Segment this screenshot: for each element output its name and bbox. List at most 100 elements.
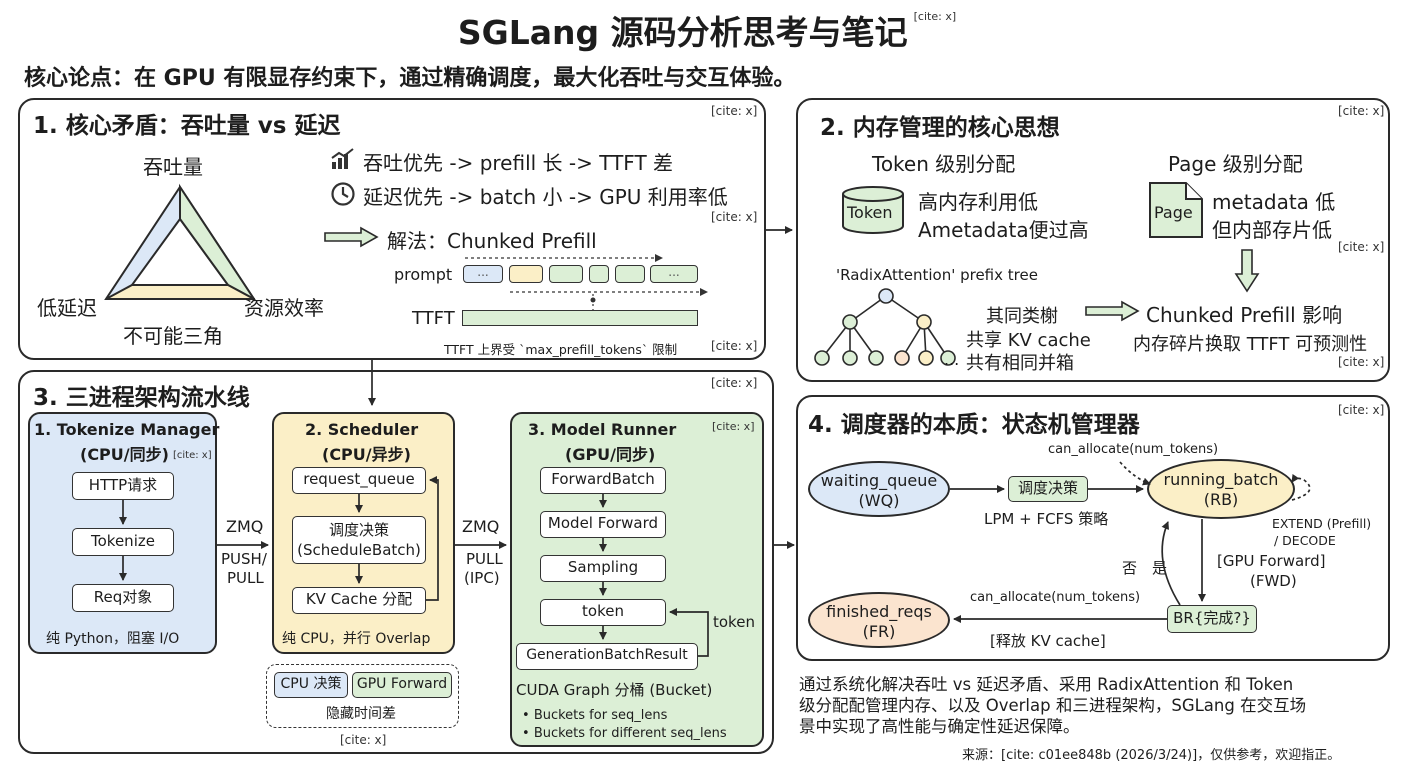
zmq-label-1: ZMQ [226, 517, 264, 536]
request-queue-step: request_queue [292, 467, 426, 494]
panel-memory [796, 98, 1390, 382]
prompt-chunk [615, 265, 645, 283]
kv-cache-alloc-step: KV Cache 分配 [292, 587, 426, 614]
prompt-chunk [509, 265, 543, 283]
panel4-cite: [cite: x] [1338, 403, 1385, 417]
page-doc-icon [1149, 182, 1203, 238]
finished-reqs-state: finished_reqs (FR) [808, 592, 950, 648]
schedule-decision-step: 调度决策 (ScheduleBatch) [292, 516, 426, 564]
batch-done-decision: BR{完成?} [1167, 605, 1257, 633]
waiting-queue-abbr: (WQ) [858, 491, 900, 510]
page-line1: metadata 低 [1212, 190, 1336, 214]
push-pull-label-1: PUSH/ [221, 550, 267, 568]
page-icon-label: Page [1154, 203, 1193, 222]
chunk-ellipsis: ... [477, 265, 489, 279]
prompt-label: prompt [394, 265, 453, 284]
token-line1: 高内存利用低 [918, 190, 1038, 214]
impossible-triangle [104, 183, 256, 300]
running-batch-abbr: (RB) [1203, 490, 1239, 509]
chunked-impact-sub: 内存碎片换取 TTFT 可预测性 [1133, 334, 1368, 355]
extend-label-2: / DECODE [1274, 533, 1336, 548]
panel2-cite: [cite: x] [1338, 104, 1385, 118]
prompt-chunk: ... [650, 265, 698, 283]
page-level-heading: Page 级别分配 [1168, 152, 1303, 176]
runner-sub: (GPU/同步) [565, 445, 656, 464]
bucket-bullet: • Buckets for seq_lens [522, 708, 668, 723]
source-note: 来源：[cite: c01ee848b (2026/3/24)]，仅供参考，欢迎… [962, 748, 1341, 763]
scheduler-footer: 纯 CPU，并行 Overlap [282, 631, 431, 647]
runner-cite: [cite: x] [712, 420, 755, 433]
cuda-graph-note: CUDA Graph 分桶 (Bucket) [516, 681, 713, 699]
token-line2: Ametadata便过高 [918, 218, 1089, 242]
bucket-bullet: • Buckets for different seq_lens [522, 726, 727, 741]
radix-label: 'RadixAttention' prefix tree [836, 266, 1038, 284]
sampling-step: Sampling [540, 555, 666, 582]
panel2-cite-2: [cite: x] [1338, 240, 1385, 254]
yes-label: 是 [1152, 559, 1168, 577]
panel2-title: 2. 内存管理的核心思想 [820, 115, 1060, 141]
scheduler-sub: (CPU/异步) [322, 445, 411, 464]
tokenizer-title: 1. Tokenize Manager [34, 420, 220, 439]
bucket-bullet-text: Buckets for seq_lens [533, 708, 668, 723]
waiting-queue-name: waiting_queue [820, 471, 938, 490]
running-batch-state: running_batch (RB) [1147, 459, 1295, 519]
triangle-right-label: 资源效率 [244, 296, 324, 320]
panel2-cite-3: [cite: x] [1338, 355, 1385, 369]
panel1-cite-2: [cite: x] [711, 210, 758, 224]
finished-reqs-name: finished_reqs [826, 602, 932, 621]
title-cite: [cite: x] [913, 10, 957, 23]
schedule-batch-label: (ScheduleBatch) [297, 541, 421, 559]
token-loop-label: token [713, 613, 755, 631]
latency-first-text: 延迟优先 -> batch 小 -> GPU 利用率低 [363, 185, 728, 209]
triangle-left-label: 低延迟 [37, 296, 97, 320]
triangle-bottom-label: 不可能三角 [123, 324, 223, 348]
solution-arrow-icon [324, 226, 379, 248]
req-object-step: Req对象 [72, 584, 174, 612]
panel3-cite: [cite: x] [711, 376, 758, 390]
pull-label: PULL [466, 550, 503, 568]
ipc-label: (IPC) [464, 569, 500, 587]
no-label: 否 [1122, 559, 1138, 577]
page-line2: 但内部存片低 [1212, 218, 1332, 242]
summary-line: 级分配配管理内存、以及 Overlap 和三进程架构，SGLang 在交互场 [799, 696, 1307, 715]
panel4-title: 4. 调度器的本质：状态机管理器 [808, 412, 1140, 438]
can-allocate-bottom: can_allocate(num_tokens) [970, 590, 1141, 605]
right-arrow-icon [1085, 300, 1140, 322]
runner-title: 3. Model Runner [528, 420, 677, 439]
gpu-forward-chip: GPU Forward [352, 672, 452, 698]
extend-label-1: EXTEND (Prefill) [1272, 516, 1372, 531]
can-allocate-top: can_allocate(num_tokens) [1048, 442, 1219, 457]
panel1-cite-3: [cite: x] [711, 339, 758, 353]
gpu-forward-label: [GPU Forward] [1217, 552, 1326, 570]
schedule-decision-label: 调度决策 [328, 521, 389, 539]
tokenizer-footer: 纯 Python，阻塞 I/O [46, 631, 180, 647]
forward-batch-step: ForwardBatch [540, 467, 666, 494]
solution-text: 解法：Chunked Prefill [387, 229, 597, 253]
overlap-group [266, 664, 459, 728]
prompt-chunk: ... [463, 265, 503, 283]
prompt-chunk [589, 265, 609, 283]
model-forward-step: Model Forward [540, 511, 666, 538]
bucket-bullet-text: Buckets for different seq_lens [533, 726, 727, 741]
summary-line: 通过系统化解决吞吐 vs 延迟矛盾、采用 RadixAttention 和 To… [799, 675, 1294, 694]
cpu-decision-chip: CPU 决策 [274, 672, 348, 698]
throughput-first-text: 吞吐优先 -> prefill 长 -> TTFT 差 [363, 151, 674, 175]
ttft-note: TTFT 上界受 `max_prefill_tokens` 限制 [444, 342, 678, 357]
core-thesis: 核心论点：在 GPU 有限显存约束下，通过精确调度，最大化吞吐与交互体验。 [24, 66, 796, 91]
radix-line1: 其同类榭 [986, 306, 1058, 327]
tokenizer-sub: (CPU/同步) [80, 445, 169, 464]
panel3-title: 3. 三进程架构流水线 [33, 385, 250, 411]
running-batch-name: running_batch [1163, 470, 1279, 489]
schedule-decision-node: 调度决策 [1008, 476, 1088, 502]
token-level-heading: Token 级别分配 [872, 152, 1016, 176]
tree-ellipsis: ... [944, 350, 960, 369]
panel3-cite-2: [cite: x] [340, 733, 387, 747]
overlap-caption: 隐藏时间差 [326, 706, 396, 722]
ttft-bar [462, 310, 698, 326]
fwd-abbr-label: (FWD) [1250, 572, 1297, 590]
token-cylinder-icon [842, 186, 904, 234]
zmq-label-2: ZMQ [462, 517, 500, 536]
page-title: SGLang 源码分析思考与笔记[cite: x] [0, 6, 1408, 54]
chunked-impact-title: Chunked Prefill 影响 [1146, 303, 1343, 327]
radix-line2: 共享 KV cache [966, 330, 1091, 351]
